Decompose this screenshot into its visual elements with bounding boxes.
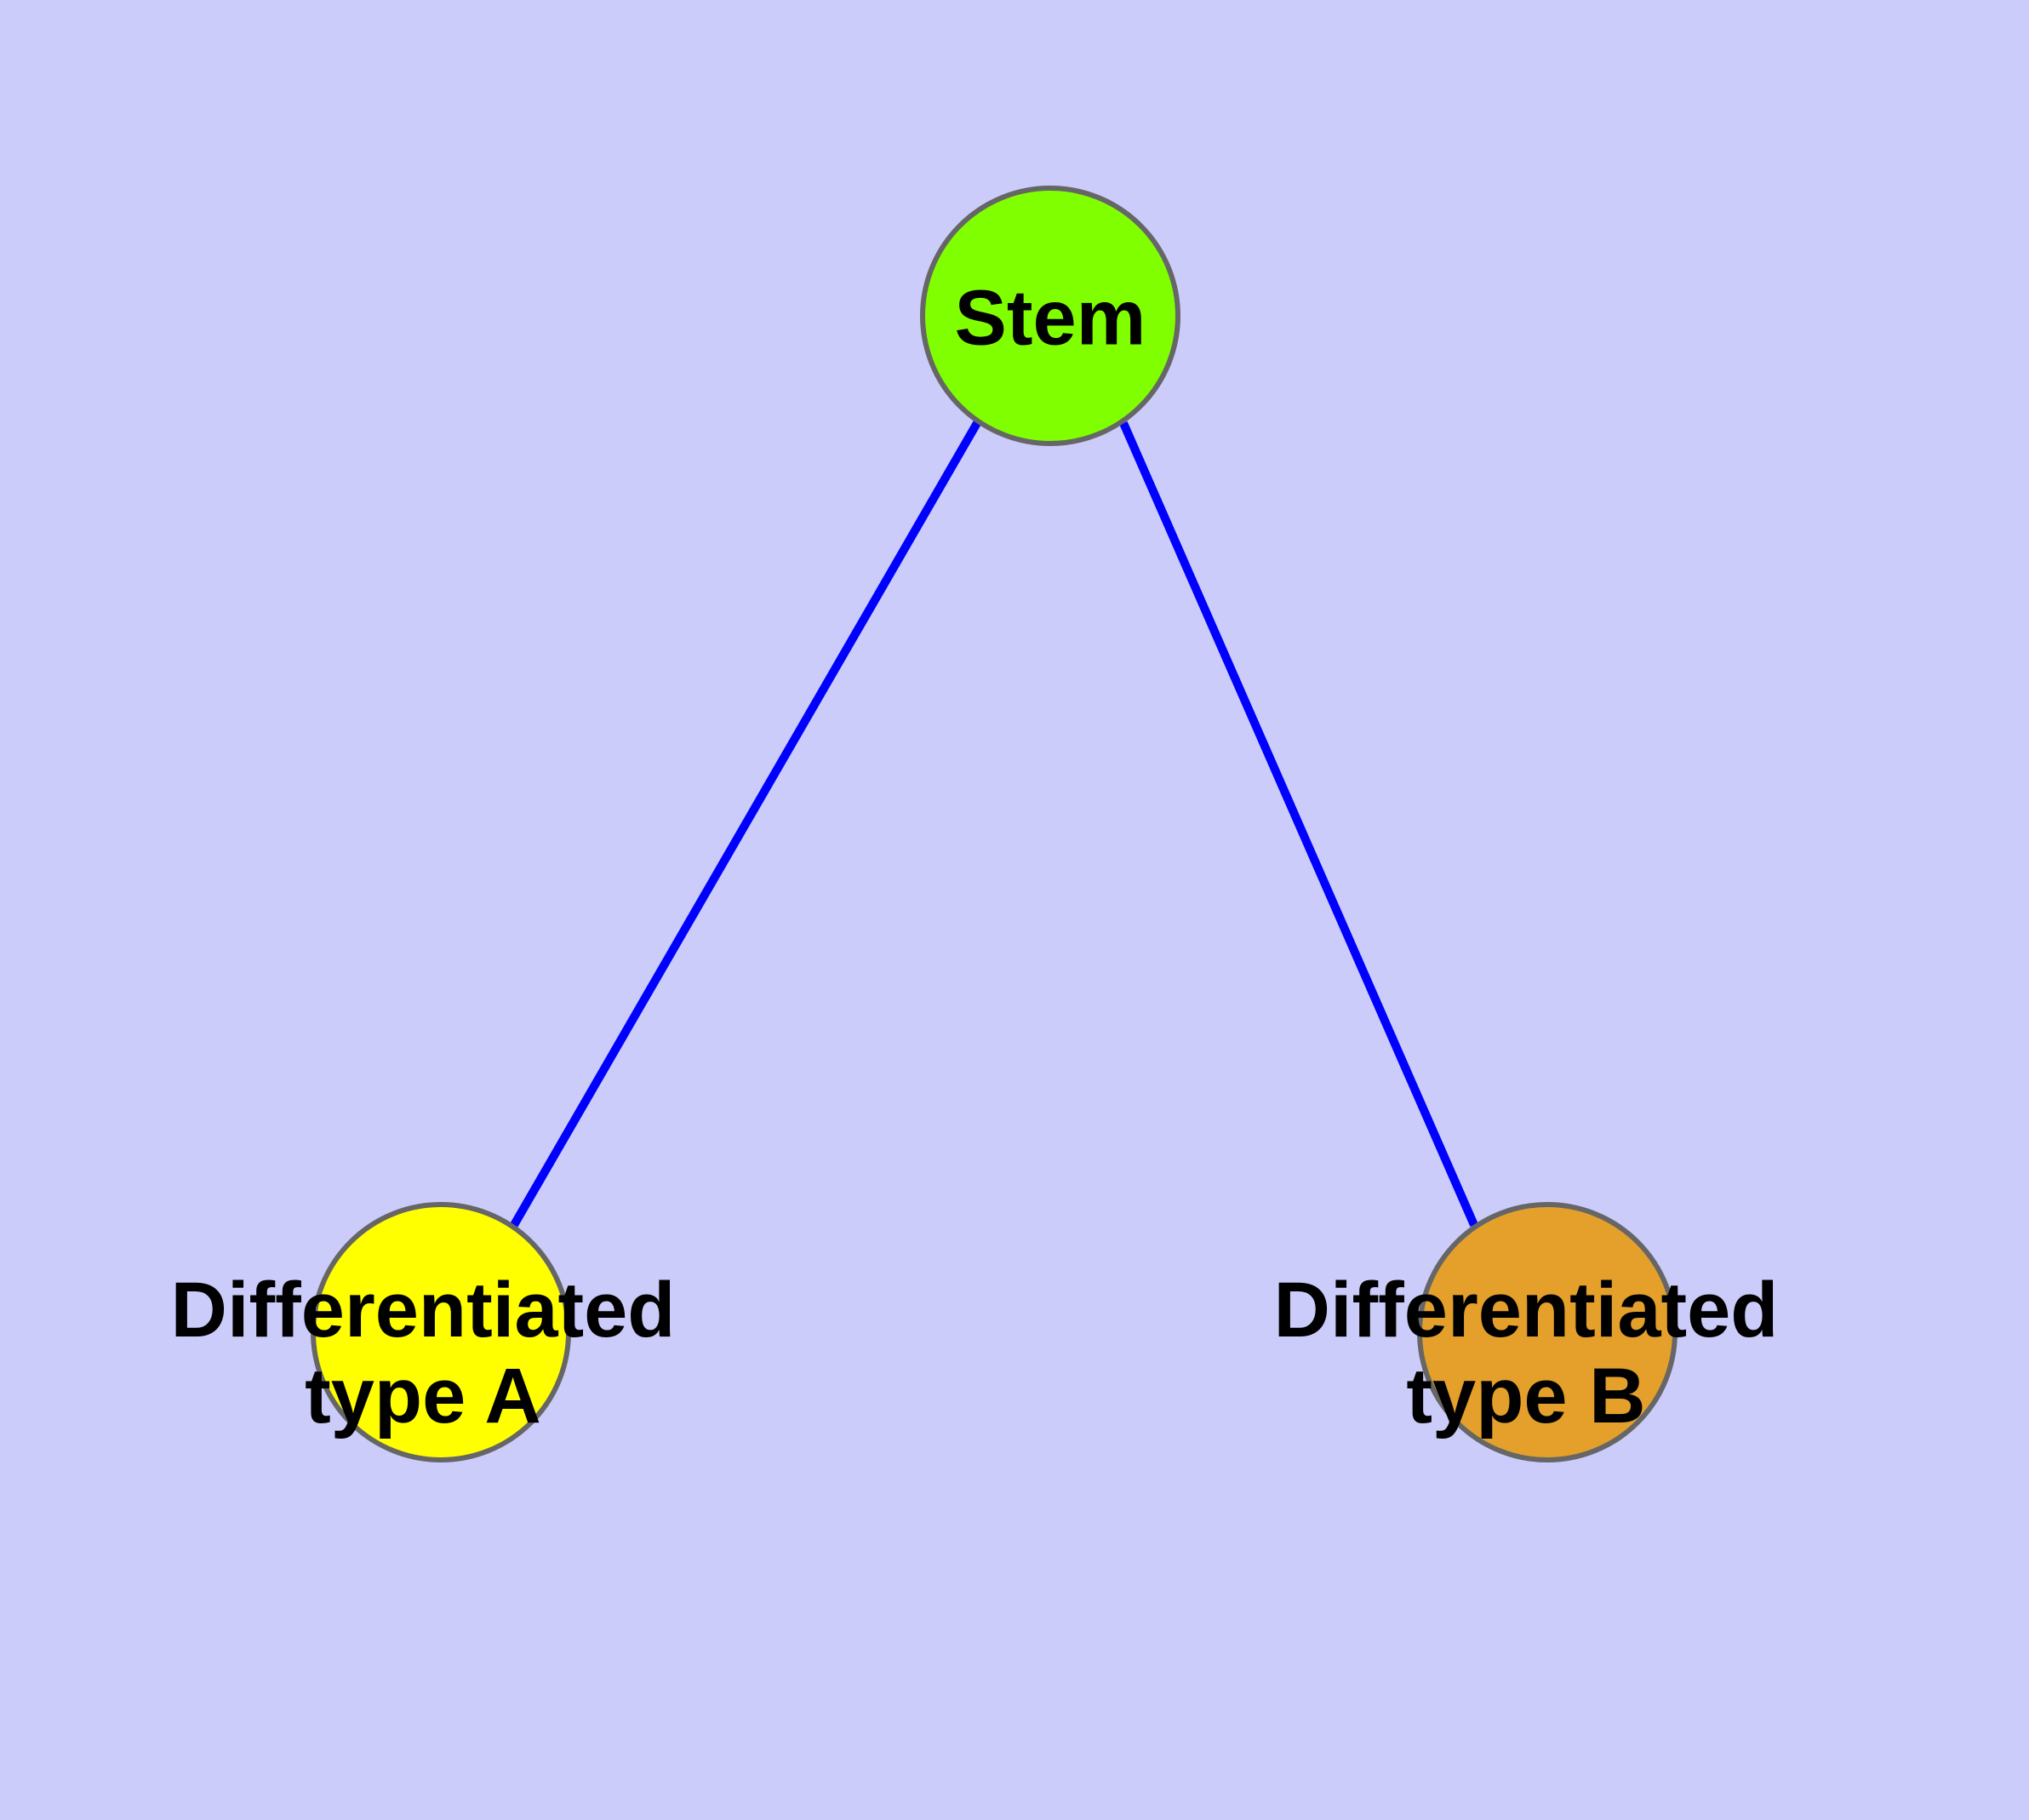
edge-stem-to-diff-b[interactable] <box>1119 421 1478 1228</box>
node-differentiated-type-a[interactable] <box>311 1202 571 1462</box>
edge-layer <box>510 421 1478 1228</box>
edge-stem-to-diff-a[interactable] <box>510 421 981 1228</box>
node-stem[interactable] <box>920 186 1180 446</box>
node-layer <box>311 186 1677 1462</box>
node-differentiated-type-b[interactable] <box>1417 1202 1677 1462</box>
